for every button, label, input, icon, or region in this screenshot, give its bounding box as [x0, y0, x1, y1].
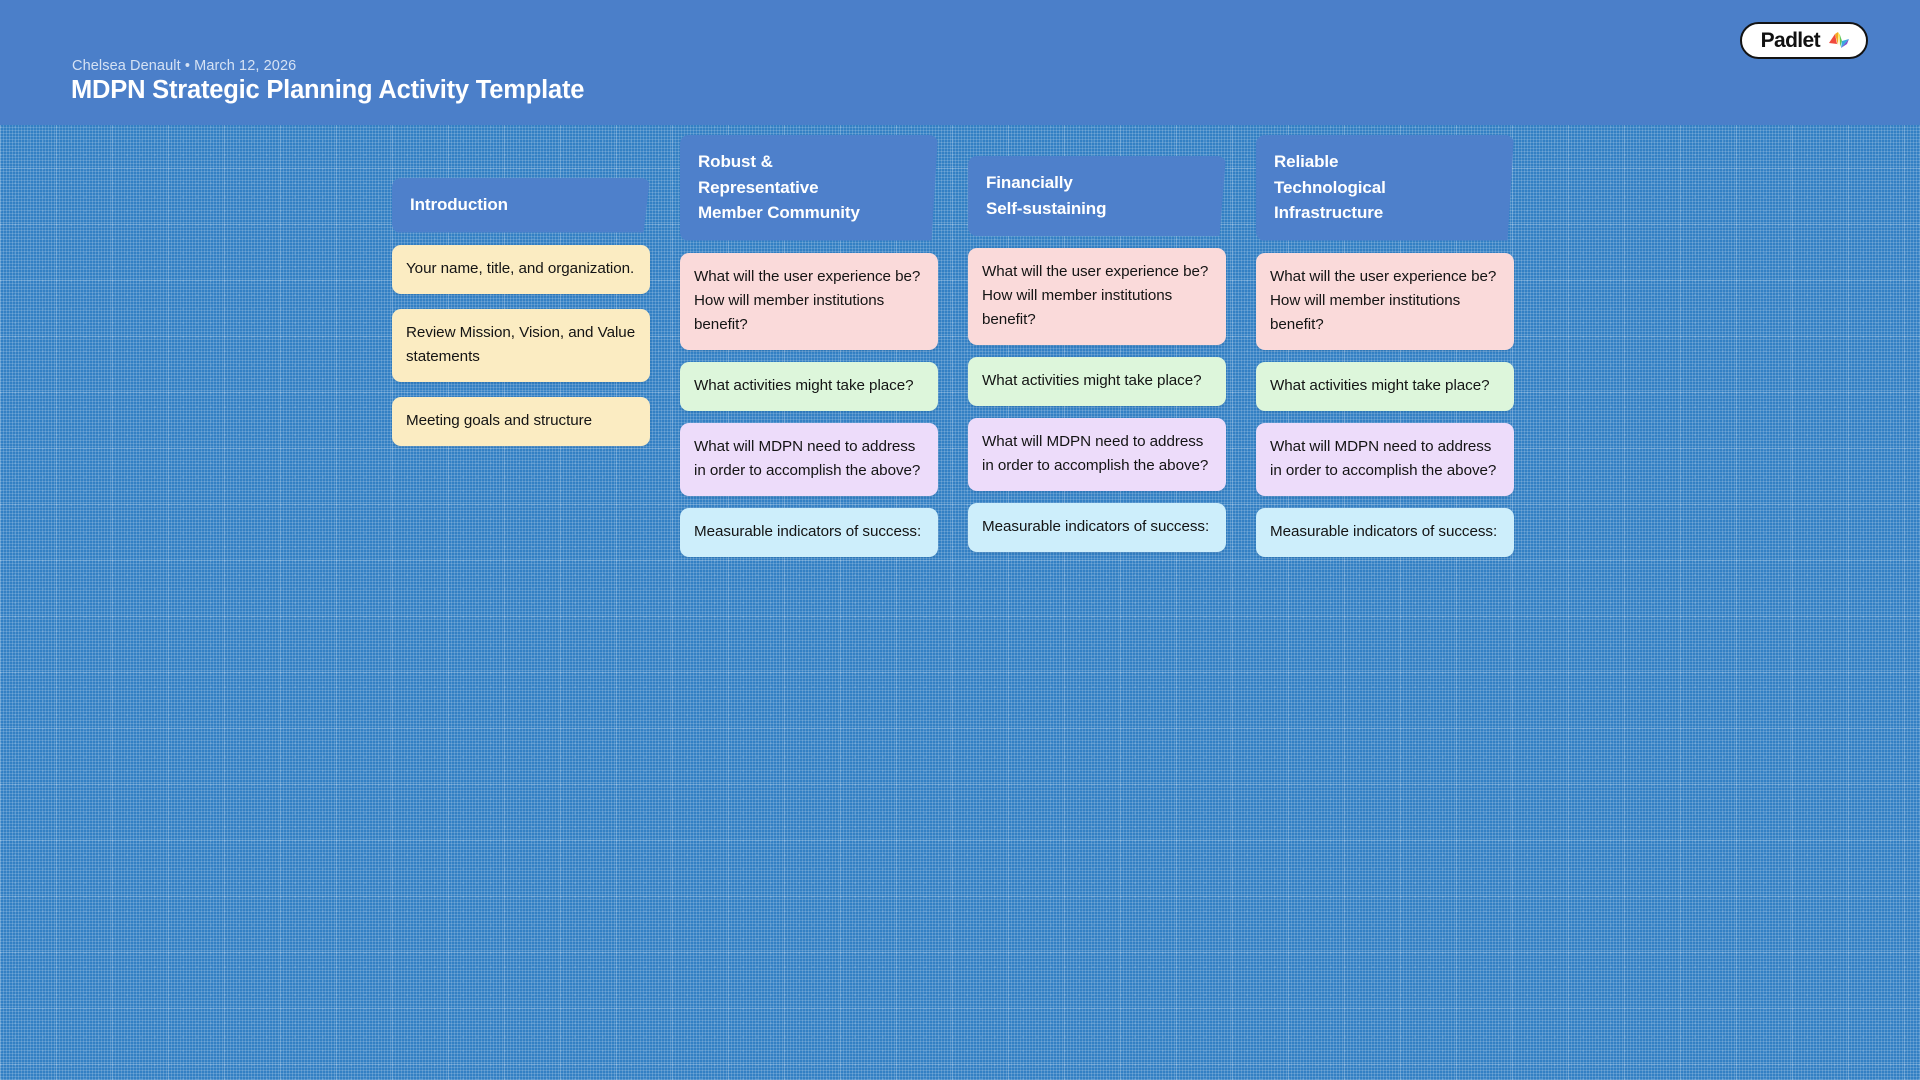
note-card[interactable]: Meeting goals and structure [392, 396, 650, 446]
board-banner: Chelsea Denault • March 12, 2026 MDPN St… [0, 0, 1920, 125]
padlet-logo[interactable]: Padlet [1739, 22, 1868, 59]
note-card[interactable]: What will MDPN need to address in order … [1256, 422, 1514, 496]
note-card[interactable]: What will the user experience be? How wi… [680, 252, 938, 350]
section-header-introduction[interactable]: Introduction [392, 178, 650, 233]
note-card[interactable]: What will MDPN need to address in order … [968, 418, 1226, 491]
note-card[interactable]: Measurable indicators of success: [968, 503, 1226, 552]
board-author-date: Chelsea Denault • March 12, 2026 [72, 58, 297, 74]
note-card[interactable]: Measurable indicators of success: [1256, 507, 1514, 557]
section-header-reliable-technological-infrastructure[interactable]: Reliable Technological Infrastructure [1256, 135, 1514, 241]
card-list-robust-representative-member-community: What will the user experience be? How wi… [680, 252, 938, 557]
card-list-reliable-technological-infrastructure: What will the user experience be? How wi… [1256, 252, 1514, 557]
card-list-introduction: Your name, title, and organization. Revie… [392, 244, 650, 446]
note-card[interactable]: What will the user experience be? How wi… [1256, 252, 1514, 350]
board-title: MDPN Strategic Planning Activity Templat… [71, 76, 585, 104]
note-card[interactable]: Review Mission, Vision, and Value statem… [392, 308, 650, 382]
note-card[interactable]: Your name, title, and organization. [392, 244, 650, 294]
note-card[interactable]: What activities might take place? [680, 361, 938, 411]
column-robust-representative-member-community: Robust & Representative Member Community… [680, 125, 938, 569]
note-card[interactable]: Measurable indicators of success: [680, 507, 938, 557]
note-card[interactable]: What activities might take place? [968, 357, 1226, 406]
note-card[interactable]: What will the user experience be? How wi… [968, 248, 1226, 345]
note-card[interactable]: What activities might take place? [1256, 361, 1514, 411]
section-header-robust-representative-member-community[interactable]: Robust & Representative Member Community [680, 135, 938, 241]
padlet-wordmark: Padlet [1760, 29, 1821, 52]
padlet-origami-bird-icon [1829, 31, 1849, 48]
section-header-financially-self-sustaining[interactable]: Financially Self-sustaining [968, 156, 1226, 236]
card-list-financially-self-sustaining: What will the user experience be? How wi… [968, 248, 1226, 552]
note-card[interactable]: What will MDPN need to address in order … [680, 422, 938, 496]
